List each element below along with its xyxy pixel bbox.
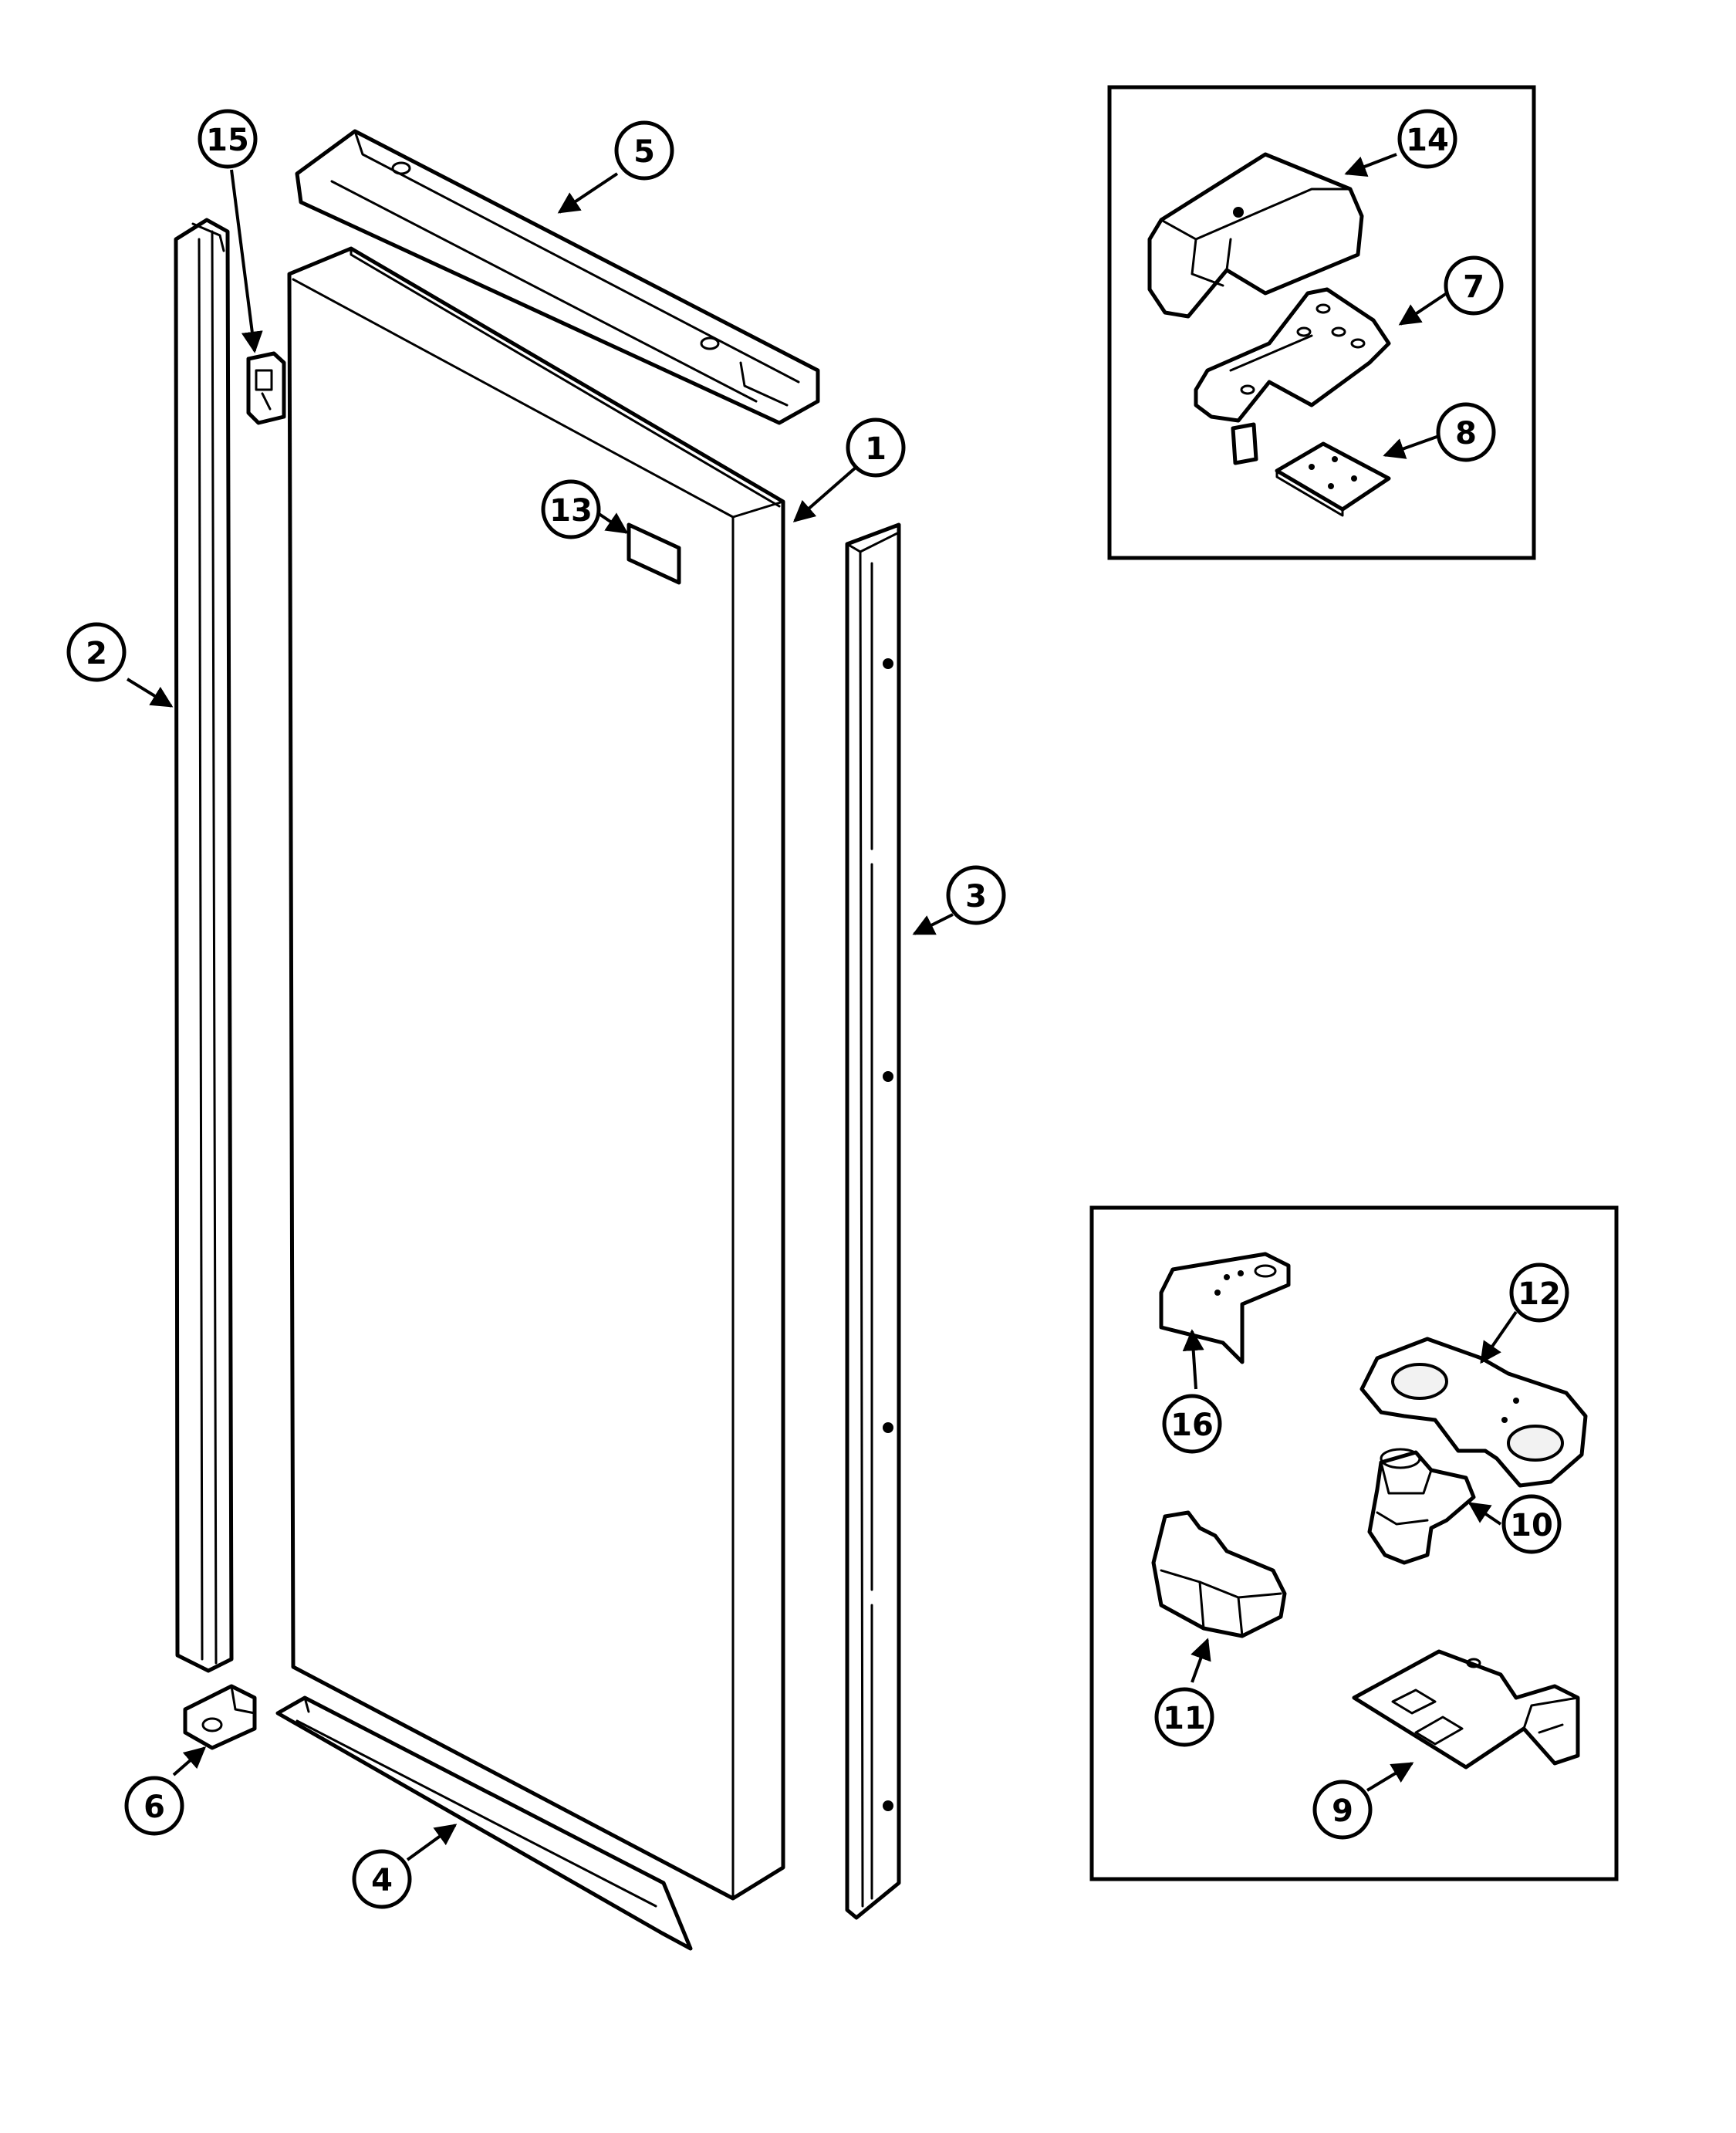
callout-11: 11 — [1154, 1687, 1214, 1747]
callout-13: 13 — [541, 479, 601, 539]
callout-label: 6 — [144, 1790, 165, 1825]
callout-label: 5 — [633, 134, 655, 170]
leader-lines — [126, 153, 1518, 1861]
callout-circle — [352, 1849, 412, 1909]
hinge-plate — [1194, 287, 1391, 465]
callout-7: 7 — [1444, 255, 1504, 316]
callout-label: 11 — [1163, 1701, 1206, 1736]
callout-label: 8 — [1455, 416, 1477, 451]
callout-1: 1 — [846, 417, 906, 478]
callout-circle — [946, 865, 1006, 925]
callout-circle — [614, 120, 674, 181]
lower-detail-box — [1089, 1205, 1619, 1881]
left-gasket-strip — [174, 218, 234, 1673]
callout-label: 12 — [1518, 1276, 1561, 1312]
door-panel — [287, 246, 785, 1901]
callout-label: 15 — [206, 123, 249, 158]
callout-2: 2 — [66, 622, 127, 682]
bottom-clip — [183, 1684, 257, 1750]
callout-label: 2 — [86, 636, 107, 671]
callout-5: 5 — [614, 120, 674, 181]
spacer-plate — [1275, 441, 1391, 517]
callout-label: 14 — [1406, 123, 1449, 158]
callout-circle — [198, 109, 258, 169]
bottom-hinge-bracket — [1352, 1649, 1580, 1770]
bottom-trim-strip — [275, 1695, 693, 1951]
callout-circle — [124, 1776, 184, 1836]
callout-8: 8 — [1436, 402, 1496, 462]
callout-circle — [1154, 1687, 1214, 1747]
small-bracket — [1159, 1252, 1291, 1364]
callout-12: 12 — [1509, 1263, 1569, 1323]
callout-6: 6 — [124, 1776, 184, 1836]
callout-label: 7 — [1463, 269, 1484, 305]
callout-9: 9 — [1312, 1780, 1373, 1840]
callout-label: 16 — [1170, 1408, 1214, 1443]
callout-label: 13 — [549, 493, 593, 529]
callout-15: 15 — [198, 109, 258, 169]
door-label — [627, 522, 681, 585]
right-trim-strip — [845, 522, 901, 1920]
lower-hinge-cover — [1151, 1510, 1287, 1638]
callout-label: 10 — [1510, 1508, 1553, 1543]
callout-circle — [1162, 1394, 1222, 1454]
callout-label: 1 — [865, 431, 887, 467]
callout-circle — [846, 417, 906, 478]
callout-circle — [66, 622, 127, 682]
hinge-cover — [1147, 152, 1364, 319]
callout-3: 3 — [946, 865, 1006, 925]
callout-label: 9 — [1332, 1793, 1353, 1829]
callout-circle — [1501, 1494, 1562, 1554]
callout-4: 4 — [352, 1849, 412, 1909]
hinge-bushing-plate — [1359, 1337, 1588, 1488]
callout-14: 14 — [1397, 109, 1457, 169]
callout-circle — [1397, 109, 1457, 169]
callout-circle — [1312, 1780, 1373, 1840]
callout-circle — [541, 479, 601, 539]
hinge-pin — [1367, 1448, 1476, 1565]
callout-label: 4 — [371, 1863, 393, 1898]
door-clip — [246, 351, 286, 425]
callout-16: 16 — [1162, 1394, 1222, 1454]
callout-circle — [1436, 402, 1496, 462]
callout-label: 3 — [965, 879, 987, 914]
callout-circle — [1444, 255, 1504, 316]
door-top-cap — [295, 129, 820, 425]
callout-10: 10 — [1501, 1494, 1562, 1554]
upper-detail-box — [1107, 85, 1536, 560]
callout-circle — [1509, 1263, 1569, 1323]
